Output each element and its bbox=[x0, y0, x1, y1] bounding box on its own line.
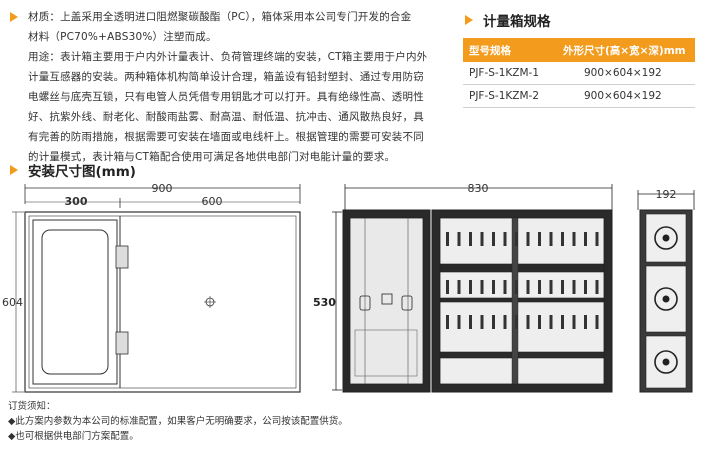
dim-front-height: 604 bbox=[2, 296, 23, 309]
rib-mark bbox=[549, 232, 553, 246]
rib-mark bbox=[526, 280, 530, 294]
rib-mark bbox=[503, 232, 507, 246]
rib-mark bbox=[503, 315, 507, 329]
rib-mark bbox=[446, 232, 449, 246]
rib-mark bbox=[469, 232, 472, 246]
dim-side-depth: 192 bbox=[656, 188, 677, 201]
notes-item: ◆此方案内参数为本公司的标准配置，如果客户无明确要求，公司按该配置供货。 bbox=[8, 416, 348, 427]
usage-line-6: 的计量模式，表计箱与CT箱配合使用可满足各地供电部门对电能计量的要求。 bbox=[28, 151, 396, 163]
usage-line-3: 电螺丝与底壳互锁，只有电管人员凭借专用钥匙才可以打开。具有绝缘性高、透明性 bbox=[28, 91, 424, 103]
usage-line-1: 用途：表计箱主要用于户内外计量表计、负荷管理终端的安装，CT箱主要用于户内外 bbox=[28, 51, 428, 63]
usage-section: 用途：表计箱主要用于户内外计量表计、负荷管理终端的安装，CT箱主要用于户内外 计… bbox=[28, 47, 458, 167]
spec-title: 计量箱规格 bbox=[483, 14, 551, 30]
spec-cell-model: PJF-S-1KZM-2 bbox=[463, 84, 562, 108]
drawing-heading: 安装尺寸图(mm) bbox=[6, 160, 136, 180]
orange-arrow-icon bbox=[10, 165, 18, 175]
spec-section: 计量箱规格 型号规格 外形尺寸(高×宽×深)mm PJF-S-1KZM-1 90… bbox=[463, 10, 703, 108]
drawing-title: 安装尺寸图(mm) bbox=[28, 164, 136, 180]
rib-mark bbox=[538, 232, 541, 246]
rib-mark bbox=[584, 232, 587, 246]
rib-mark bbox=[561, 232, 564, 246]
rib-mark bbox=[538, 280, 541, 294]
rib-mark bbox=[595, 315, 599, 329]
rib-mark bbox=[572, 232, 576, 246]
rib-mark bbox=[526, 315, 530, 329]
table-row: PJF-S-1KZM-2 900×604×192 bbox=[463, 84, 695, 108]
dim-inner-width: 830 bbox=[468, 182, 489, 195]
rib-mark bbox=[492, 280, 495, 294]
usage-line-2: 计量互感器的安装。两种箱体机构简单设计合理，箱盖设有铅封塑封、通过专用防窃 bbox=[28, 71, 424, 83]
dim-inner-height: 530 bbox=[313, 296, 336, 309]
rib-mark bbox=[526, 232, 530, 246]
rib-mark bbox=[572, 280, 576, 294]
rib-mark bbox=[457, 280, 461, 294]
front-view bbox=[12, 184, 301, 393]
rib-mark bbox=[480, 280, 484, 294]
rib-mark bbox=[446, 315, 449, 329]
rib-mark bbox=[561, 315, 564, 329]
material-line-2: 材料（PC70%+ABS30%）注塑而成。 bbox=[28, 31, 217, 43]
inner-ribs bbox=[446, 232, 599, 329]
usage-line-4: 好、抗紫外线、耐老化、耐酸雨盐雾、耐高温、耐低温、抗冲击、通风散热良好，具 bbox=[28, 111, 424, 123]
rib-mark bbox=[469, 315, 472, 329]
spec-header-row: 型号规格 外形尺寸(高×宽×深)mm bbox=[463, 38, 695, 62]
dim-front-left: 300 bbox=[65, 195, 88, 208]
inner-view bbox=[332, 184, 613, 393]
rib-mark bbox=[492, 315, 495, 329]
rib-mark bbox=[561, 280, 564, 294]
rib-mark bbox=[584, 280, 587, 294]
rib-mark bbox=[515, 232, 518, 246]
installation-drawing: 900 300 600 604 830 530 192 bbox=[2, 182, 695, 393]
rib-mark bbox=[572, 315, 576, 329]
notes-item: ◆也可根据供电部门方案配置。 bbox=[8, 431, 139, 442]
table-row: PJF-S-1KZM-1 900×604×192 bbox=[463, 62, 695, 85]
material-section: 材质：上盖采用全透明进口阻燃聚碳酸酯（PC），箱体采用本公司专门开发的合金 材料… bbox=[6, 7, 446, 47]
rib-mark bbox=[595, 280, 599, 294]
usage-line-5: 有完善的防雨措施，根据需要可安装在墙面或电线杆上。根据管理的需要可安装不同 bbox=[28, 131, 424, 143]
spec-cell-size: 900×604×192 bbox=[562, 84, 695, 108]
spec-cell-size: 900×604×192 bbox=[562, 62, 695, 85]
rib-mark bbox=[469, 280, 472, 294]
rib-mark bbox=[480, 315, 484, 329]
rib-mark bbox=[503, 280, 507, 294]
dim-front-right: 600 bbox=[202, 195, 223, 208]
rib-mark bbox=[515, 315, 518, 329]
notes-title: 订货须知： bbox=[8, 401, 56, 412]
rib-mark bbox=[457, 232, 461, 246]
rib-mark bbox=[584, 315, 587, 329]
rib-mark bbox=[515, 280, 518, 294]
dim-front-width: 900 bbox=[152, 182, 173, 195]
spec-cell-model: PJF-S-1KZM-1 bbox=[463, 62, 562, 85]
orange-arrow-icon bbox=[10, 12, 18, 22]
spec-header-size: 外形尺寸(高×宽×深)mm bbox=[562, 38, 695, 62]
rib-mark bbox=[549, 315, 553, 329]
material-line-1: 材质：上盖采用全透明进口阻燃聚碳酸酯（PC），箱体采用本公司专门开发的合金 bbox=[28, 11, 412, 23]
spec-header-model: 型号规格 bbox=[463, 38, 562, 62]
rib-mark bbox=[549, 280, 553, 294]
spec-table: 型号规格 外形尺寸(高×宽×深)mm PJF-S-1KZM-1 900×604×… bbox=[463, 38, 695, 108]
side-view bbox=[637, 190, 695, 393]
rib-mark bbox=[492, 232, 495, 246]
rib-mark bbox=[446, 280, 449, 294]
orange-arrow-icon bbox=[465, 15, 473, 25]
order-notes: 订货须知： ◆此方案内参数为本公司的标准配置，如果客户无明确要求，公司按该配置供… bbox=[8, 399, 528, 444]
rib-mark bbox=[457, 315, 461, 329]
rib-mark bbox=[595, 232, 599, 246]
rib-mark bbox=[538, 315, 541, 329]
rib-mark bbox=[480, 232, 484, 246]
